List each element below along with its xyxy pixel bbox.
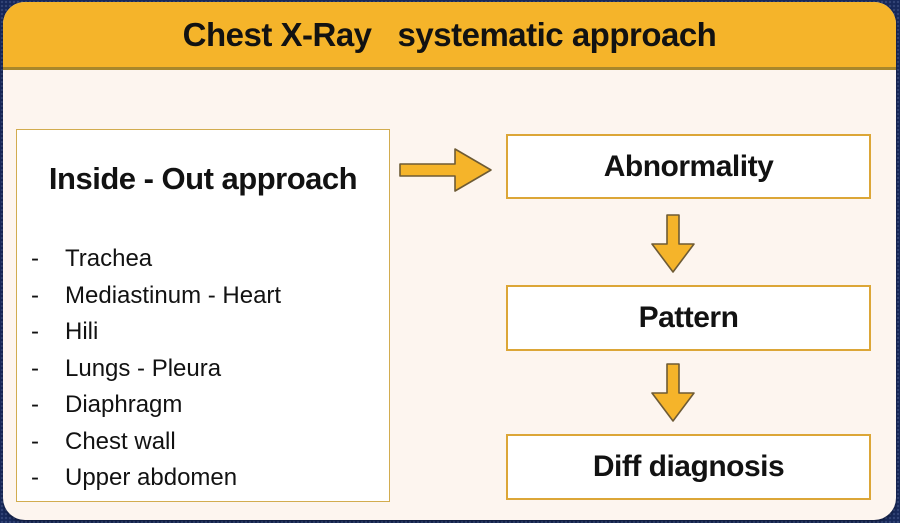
list-item-label: Trachea [65, 245, 153, 272]
arrow-down-icon [651, 214, 695, 273]
dash-bullet: - [31, 318, 39, 345]
dash-bullet: - [31, 427, 39, 455]
list-item-label: Lungs - Pleura [65, 354, 222, 382]
dash-bullet: - [31, 354, 39, 382]
dash-bullet: - [31, 464, 39, 491]
flow-box-label: Pattern [638, 301, 739, 334]
flow-box-label: Abnormality [603, 149, 774, 183]
list-item: - Mediastinum - Heart [31, 278, 389, 315]
slide-header: Chest X-Ray systematic approach [3, 2, 896, 70]
list-item: - Hili [31, 314, 389, 351]
inside-out-panel: Inside - Out approach - Trachea - Medias… [16, 129, 390, 502]
list-item-label: Hili [65, 318, 99, 345]
inside-out-panel-title: Inside - Out approach [48, 161, 358, 196]
dash-bullet: - [31, 391, 39, 418]
dash-bullet: - [31, 245, 39, 272]
flow-box-label: Diff diagnosis [592, 450, 785, 483]
flow-box-abnormality: Abnormality [506, 134, 871, 199]
arrow-down-icon [651, 363, 695, 422]
list-item: - Upper abdomen [31, 460, 389, 497]
slide-card: Chest X-Ray systematic approach Inside -… [3, 2, 896, 520]
list-item-label: Mediastinum - Heart [65, 281, 282, 309]
arrow-right-icon [399, 148, 492, 192]
flow-box-diff-diagnosis: Diff diagnosis [506, 434, 871, 500]
list-item: - Chest wall [31, 424, 389, 461]
list-item-label: Chest wall [65, 427, 176, 455]
slide-title: Chest X-Ray systematic approach [182, 15, 717, 53]
flow-box-pattern: Pattern [506, 285, 871, 351]
list-item-label: Upper abdomen [65, 464, 238, 491]
list-item-label: Diaphragm [65, 391, 183, 418]
list-item: - Trachea [31, 241, 389, 278]
list-item: - Diaphragm [31, 387, 389, 424]
anatomy-checklist: - Trachea - Mediastinum - Heart - Hili -… [17, 241, 389, 497]
list-item: - Lungs - Pleura [31, 351, 389, 388]
dash-bullet: - [31, 281, 39, 309]
